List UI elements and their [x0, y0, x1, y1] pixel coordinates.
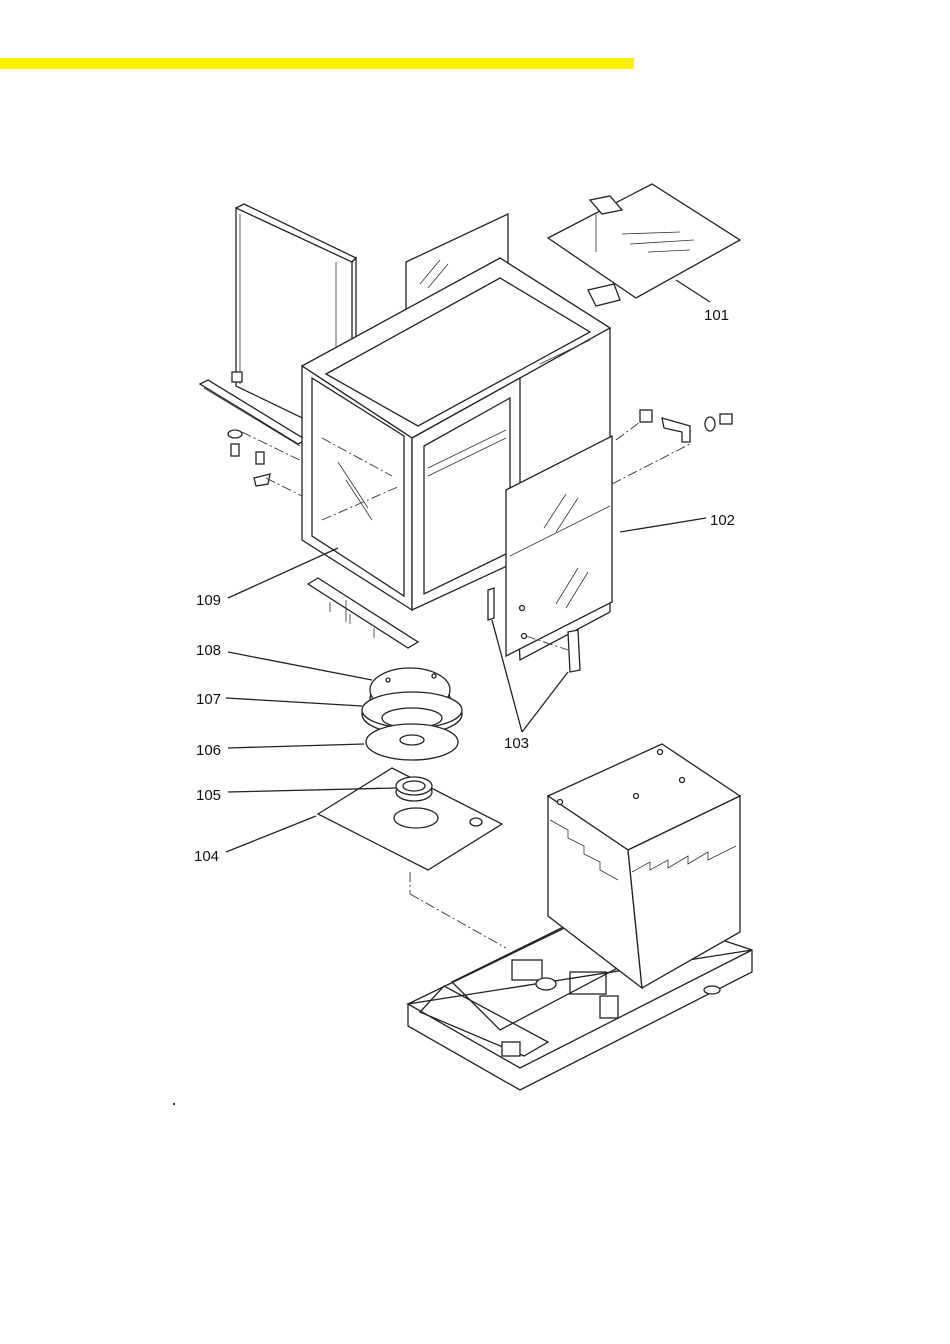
top-cover-101 [548, 184, 740, 306]
seal-ring-105 [396, 777, 432, 801]
callout-108: 108 [196, 642, 221, 659]
stray-mark [173, 1103, 175, 1105]
callout-104: 104 [194, 848, 219, 865]
callout-103: 103 [504, 735, 529, 752]
assembly-line [410, 894, 506, 948]
callout-105: 105 [196, 787, 221, 804]
callout-107: 107 [196, 691, 221, 708]
ring-plate-106 [366, 724, 458, 760]
callout-102: 102 [710, 512, 735, 529]
callout-101: 101 [704, 307, 729, 324]
door-hinge-parts [640, 410, 732, 442]
callout-109: 109 [196, 592, 221, 609]
callout-106: 106 [196, 742, 221, 759]
